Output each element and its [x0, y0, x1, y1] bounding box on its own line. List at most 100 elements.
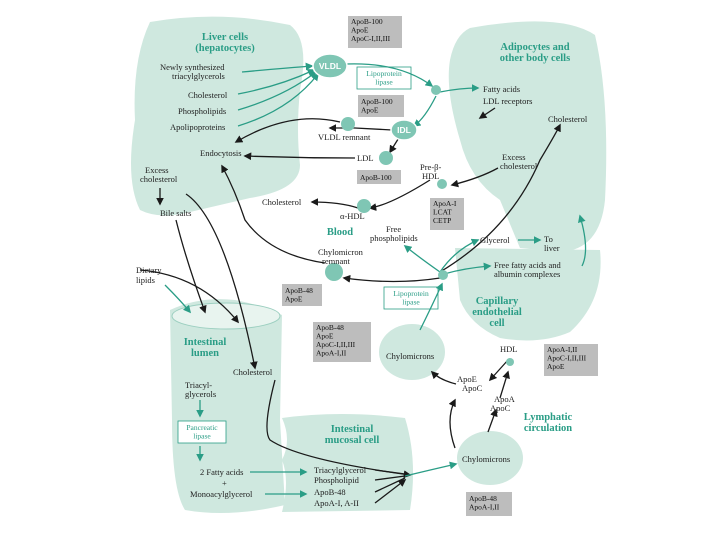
- label-vldl-remnant: VLDL remnant: [318, 132, 371, 142]
- pre-beta-hdl-node: [437, 179, 447, 189]
- label-lumen-tag: Triacyl-glycerols: [185, 380, 216, 399]
- label-hdl: HDL: [500, 344, 517, 354]
- lpl-mid-box: [383, 286, 439, 310]
- lumen-region: [170, 299, 285, 514]
- arrow-mucosal-tg-converge: [374, 469, 405, 504]
- arrow-chylo-mid-to-capillary: [419, 282, 443, 331]
- adipocytes-region: [448, 21, 607, 252]
- label-chol-blood: Cholesterol: [262, 197, 302, 207]
- arrow-chylo-low-to-apoa: [487, 408, 498, 433]
- label-ldl-receptors: LDL receptors: [483, 96, 532, 106]
- label-bile-salts: Bile salts: [160, 208, 191, 218]
- ldl-apo-text: ApoB-100: [360, 173, 392, 182]
- arrow-fatty-acid-ldl-receptor: [478, 107, 496, 119]
- arrow-liver-apo-to-vldl: [237, 72, 319, 127]
- vldl-node: [312, 53, 348, 79]
- label-liver-chol: Cholesterol: [188, 90, 228, 100]
- arrow-hdl-to-cholesterol: [310, 198, 359, 209]
- arrow-liver-pl-to-vldl: [237, 71, 318, 111]
- arrow-capillary-to-glycerol: [439, 238, 480, 273]
- chylo-remnant-node: [325, 263, 343, 281]
- label-glycerol: Glycerol: [480, 235, 510, 245]
- blood-title: Blood: [327, 227, 353, 238]
- label-adipo-chol: Cholesterol: [548, 114, 588, 124]
- arrow-chylo-low-up: [448, 398, 456, 449]
- arrow-idl-to-vldl-remnant: [328, 124, 393, 132]
- arrow-remnant-to-endocytosis: [221, 164, 326, 264]
- label-mucosal-b48: ApoB-48: [314, 487, 346, 497]
- ldl-node: [379, 151, 393, 165]
- label-chylomicrons-low: Chylomicrons: [462, 454, 510, 464]
- arrow-hdl-to-apoe: [488, 359, 509, 382]
- label-liver-pl: Phospholipids: [178, 106, 226, 116]
- idl-node-label: IDL: [397, 125, 411, 135]
- arrow-excess-chol-to-lumen-chol: [185, 193, 258, 370]
- arrow-liver-tg-to-vldl: [241, 62, 314, 73]
- label-chylomicrons-mid: Chylomicrons: [386, 351, 434, 361]
- label-2-fatty-acids: 2 Fatty acids: [200, 467, 243, 477]
- arrow-mucosal-to-chylo-low: [266, 379, 412, 479]
- label-lumen-chol: Cholesterol: [233, 367, 273, 377]
- arrow-to-chylo-low: [404, 461, 458, 477]
- arrow-capillary-to-remnant: [342, 274, 441, 283]
- arrow-pre-beta-to-alpha: [368, 179, 431, 211]
- arrow-lpl-to-idl: [412, 95, 437, 127]
- mucosal-region: [282, 414, 414, 512]
- arrow-free-fa-up: [578, 214, 587, 267]
- label-liver-apo: Apolipoproteins: [170, 122, 225, 132]
- lpl-top-node: [431, 85, 441, 95]
- label-mucosal-a: ApoA-I, A-II: [314, 498, 359, 508]
- pancreatic-lipase-box: [177, 420, 227, 444]
- arrow-capillary-to-adipo-chol: [439, 123, 561, 273]
- arrow-capillary-to-free-pl: [403, 245, 441, 273]
- label-pre-beta-hdl: Pre-β-HDL: [420, 162, 441, 181]
- arrow-liver-chol-to-vldl: [237, 69, 316, 95]
- chylomicron-low-blob: [457, 431, 523, 485]
- arrow-vldl-remnant-to-liver: [234, 118, 341, 143]
- label-fatty-acids: Fatty acids: [483, 84, 520, 94]
- capillary-region: [455, 248, 601, 341]
- vldl-node-label: VLDL: [319, 61, 341, 71]
- lumen-top-ellipse: [171, 302, 281, 330]
- lpl-top-box: [356, 66, 412, 90]
- idl-node: [390, 119, 418, 141]
- ldl-apo-box: [357, 170, 401, 184]
- arrow-dietary-lipids: [139, 269, 239, 324]
- liver-title: Liver cells(hepatocytes): [195, 32, 255, 54]
- arrow-apoa-to-hdl: [499, 370, 510, 399]
- chylomicron-mid-blob: [379, 324, 445, 380]
- lpl-mid-node: [438, 270, 448, 280]
- idl-apo-box: [358, 95, 404, 117]
- alpha-hdl-node: [357, 199, 371, 213]
- chylo-apo-box: [313, 322, 371, 362]
- arrow-excess-chol-to-pre-beta: [450, 167, 499, 188]
- label-alpha-hdl: α-HDL: [340, 211, 365, 221]
- label-ldl: LDL: [357, 153, 374, 163]
- arrow-ldl-to-endocytosis: [243, 152, 356, 161]
- hdl-right-apo-box: [544, 344, 598, 376]
- hdl-apo-box: [430, 198, 464, 230]
- remnant-apo-box: [282, 284, 322, 306]
- arrow-bile-salts-to-lumen: [175, 219, 207, 314]
- vldl-apo-box: [348, 16, 402, 48]
